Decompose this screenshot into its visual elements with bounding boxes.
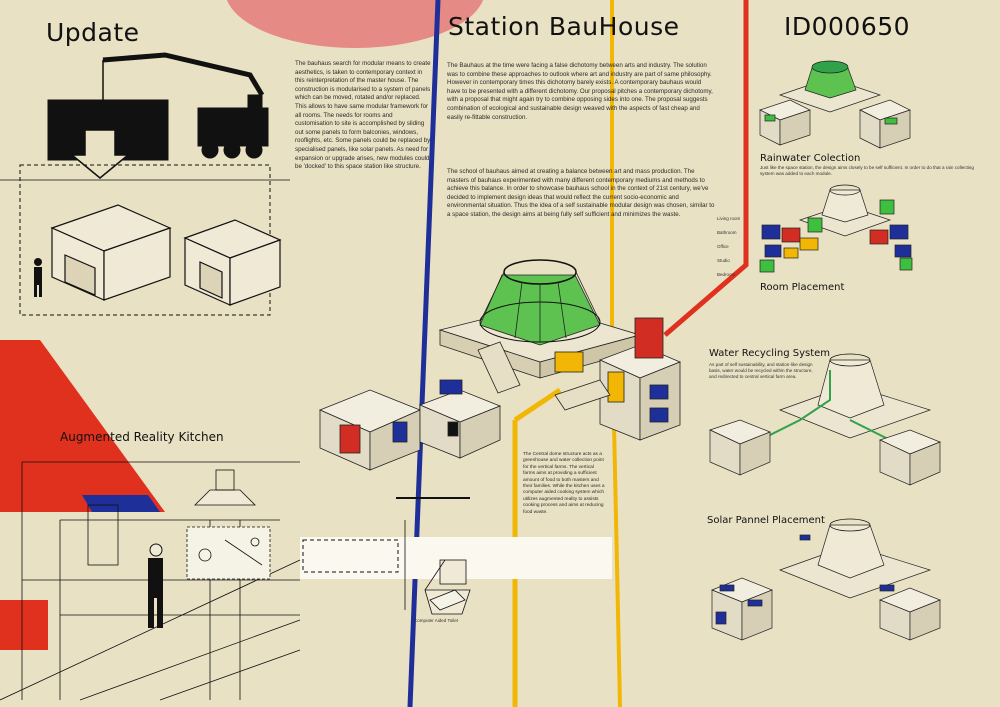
room-placement-title: Room Placement [760,282,845,293]
red-angled-line [663,0,749,337]
water-recycling-illustration [709,353,941,486]
solar-title: Solar Pannel Placement [707,515,825,526]
toilet-caption: Computer Aided Toilet [414,618,458,623]
dome-text: The Central dome structure acts as a gre… [523,452,605,515]
water-caption: As part of self sustainability, and stat… [709,362,813,379]
blue-band-shape [82,495,160,512]
solar-panel-illustration [711,518,941,641]
module-box-2 [183,219,282,306]
kitchen-illustration [0,461,301,701]
intro-text-1: The Bauhaus at the time were facing a fa… [447,62,713,121]
kitchen-title: Augmented Reality Kitchen [60,430,224,444]
station-title: Station BauHouse [448,12,680,41]
down-arrow-icon [69,129,131,179]
room-label-studio: Studio [717,258,730,263]
crane-illustration [47,52,269,161]
water-recycling-title: Water Recycling System [709,348,831,359]
module-box-1 [50,204,172,301]
toilet-illustration [404,520,471,615]
station-illustration [318,259,682,471]
rainwater-illustration [759,60,911,149]
yellow-diagonal-line [513,387,562,423]
red-triangle-shape [0,340,165,512]
rainwater-title: Rainwater Colection [760,153,861,164]
chef-silhouette-icon [148,543,163,628]
dashed-box [302,539,399,573]
blue-vertical-line [407,0,441,707]
person-silhouette-icon [34,258,42,297]
room-label-bathroom: Bathroom [717,230,737,235]
red-circle-shape [226,0,484,48]
red-block-left [0,600,48,650]
update-title: Update [46,18,140,47]
room-label-living: Living room [717,216,741,221]
intro-text-2: The school of bauhaus aimed at creating … [447,168,715,218]
project-id: ID000650 [784,12,911,41]
rainwater-caption: Just like the space station, the design … [760,165,974,176]
room-label-bedroom: Bedroom [717,272,736,277]
room-placement-illustration [759,184,913,273]
modular-text: The bauhaus search for modular means to … [295,60,431,171]
room-label-office: Office [717,244,729,249]
